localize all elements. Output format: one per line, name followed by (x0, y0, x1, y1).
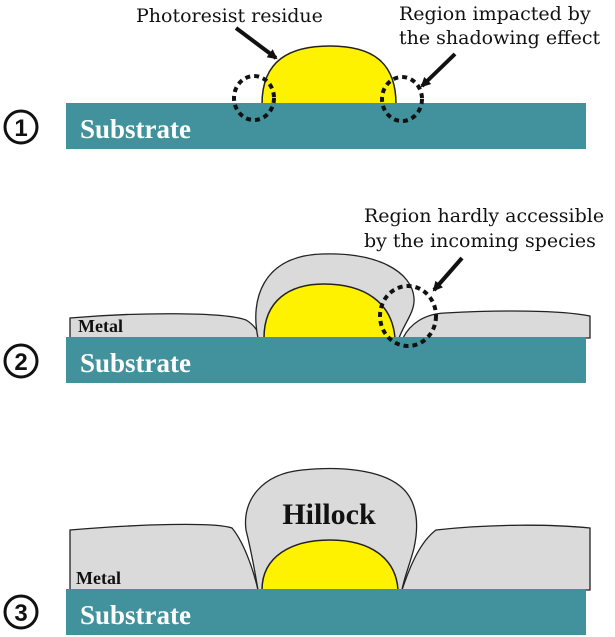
region-impacted-arrow (420, 52, 457, 88)
shadow-region-left-circle (232, 74, 276, 122)
region-impacted-label-line1: Region impacted by (399, 3, 591, 25)
hardly-accessible-arrow (432, 256, 464, 292)
step-number-3: 3 (14, 600, 27, 627)
photoresist-residue-2 (263, 283, 396, 339)
metal-layer-right-3 (401, 524, 591, 591)
metal-label-2: Metal (78, 316, 123, 336)
photoresist-residue-1 (261, 45, 397, 105)
substrate-label-1: Substrate (80, 114, 191, 144)
substrate-label-3: Substrate (80, 600, 191, 630)
step-1: Substrate 1 Photoresist residue Region i… (3, 3, 600, 149)
hardly-accessible-region-circle (378, 284, 438, 348)
step-number-circle-2 (3, 343, 39, 379)
region-impacted-label-line2: the shadowing effect (399, 27, 600, 49)
hillock-label: Hillock (282, 498, 376, 531)
photoresist-residue-3 (261, 539, 399, 591)
step-number-circle-3 (3, 594, 39, 630)
metal-layer-left-3 (69, 523, 259, 591)
shadow-region-right-circle (380, 75, 424, 123)
step-number-circle-1 (3, 109, 39, 145)
photoresist-residue-label: Photoresist residue (136, 5, 323, 27)
step-number-2: 2 (14, 349, 27, 376)
step-3: Substrate Metal Hillock 3 (3, 467, 591, 635)
substrate-1 (66, 103, 586, 149)
metal-label-3: Metal (76, 568, 121, 588)
photoresist-arrow (234, 26, 278, 60)
hardly-accessible-label-line2: by the incoming species (364, 230, 596, 252)
substrate-2 (66, 337, 586, 383)
step-2: Substrate Metal 2 Region hardly accessib… (3, 205, 604, 383)
metal-layer-right-2 (401, 310, 591, 339)
substrate-3 (66, 589, 586, 635)
substrate-label-2: Substrate (80, 348, 191, 378)
step-number-1: 1 (14, 115, 27, 142)
hardly-accessible-label-line1: Region hardly accessible (364, 205, 604, 227)
